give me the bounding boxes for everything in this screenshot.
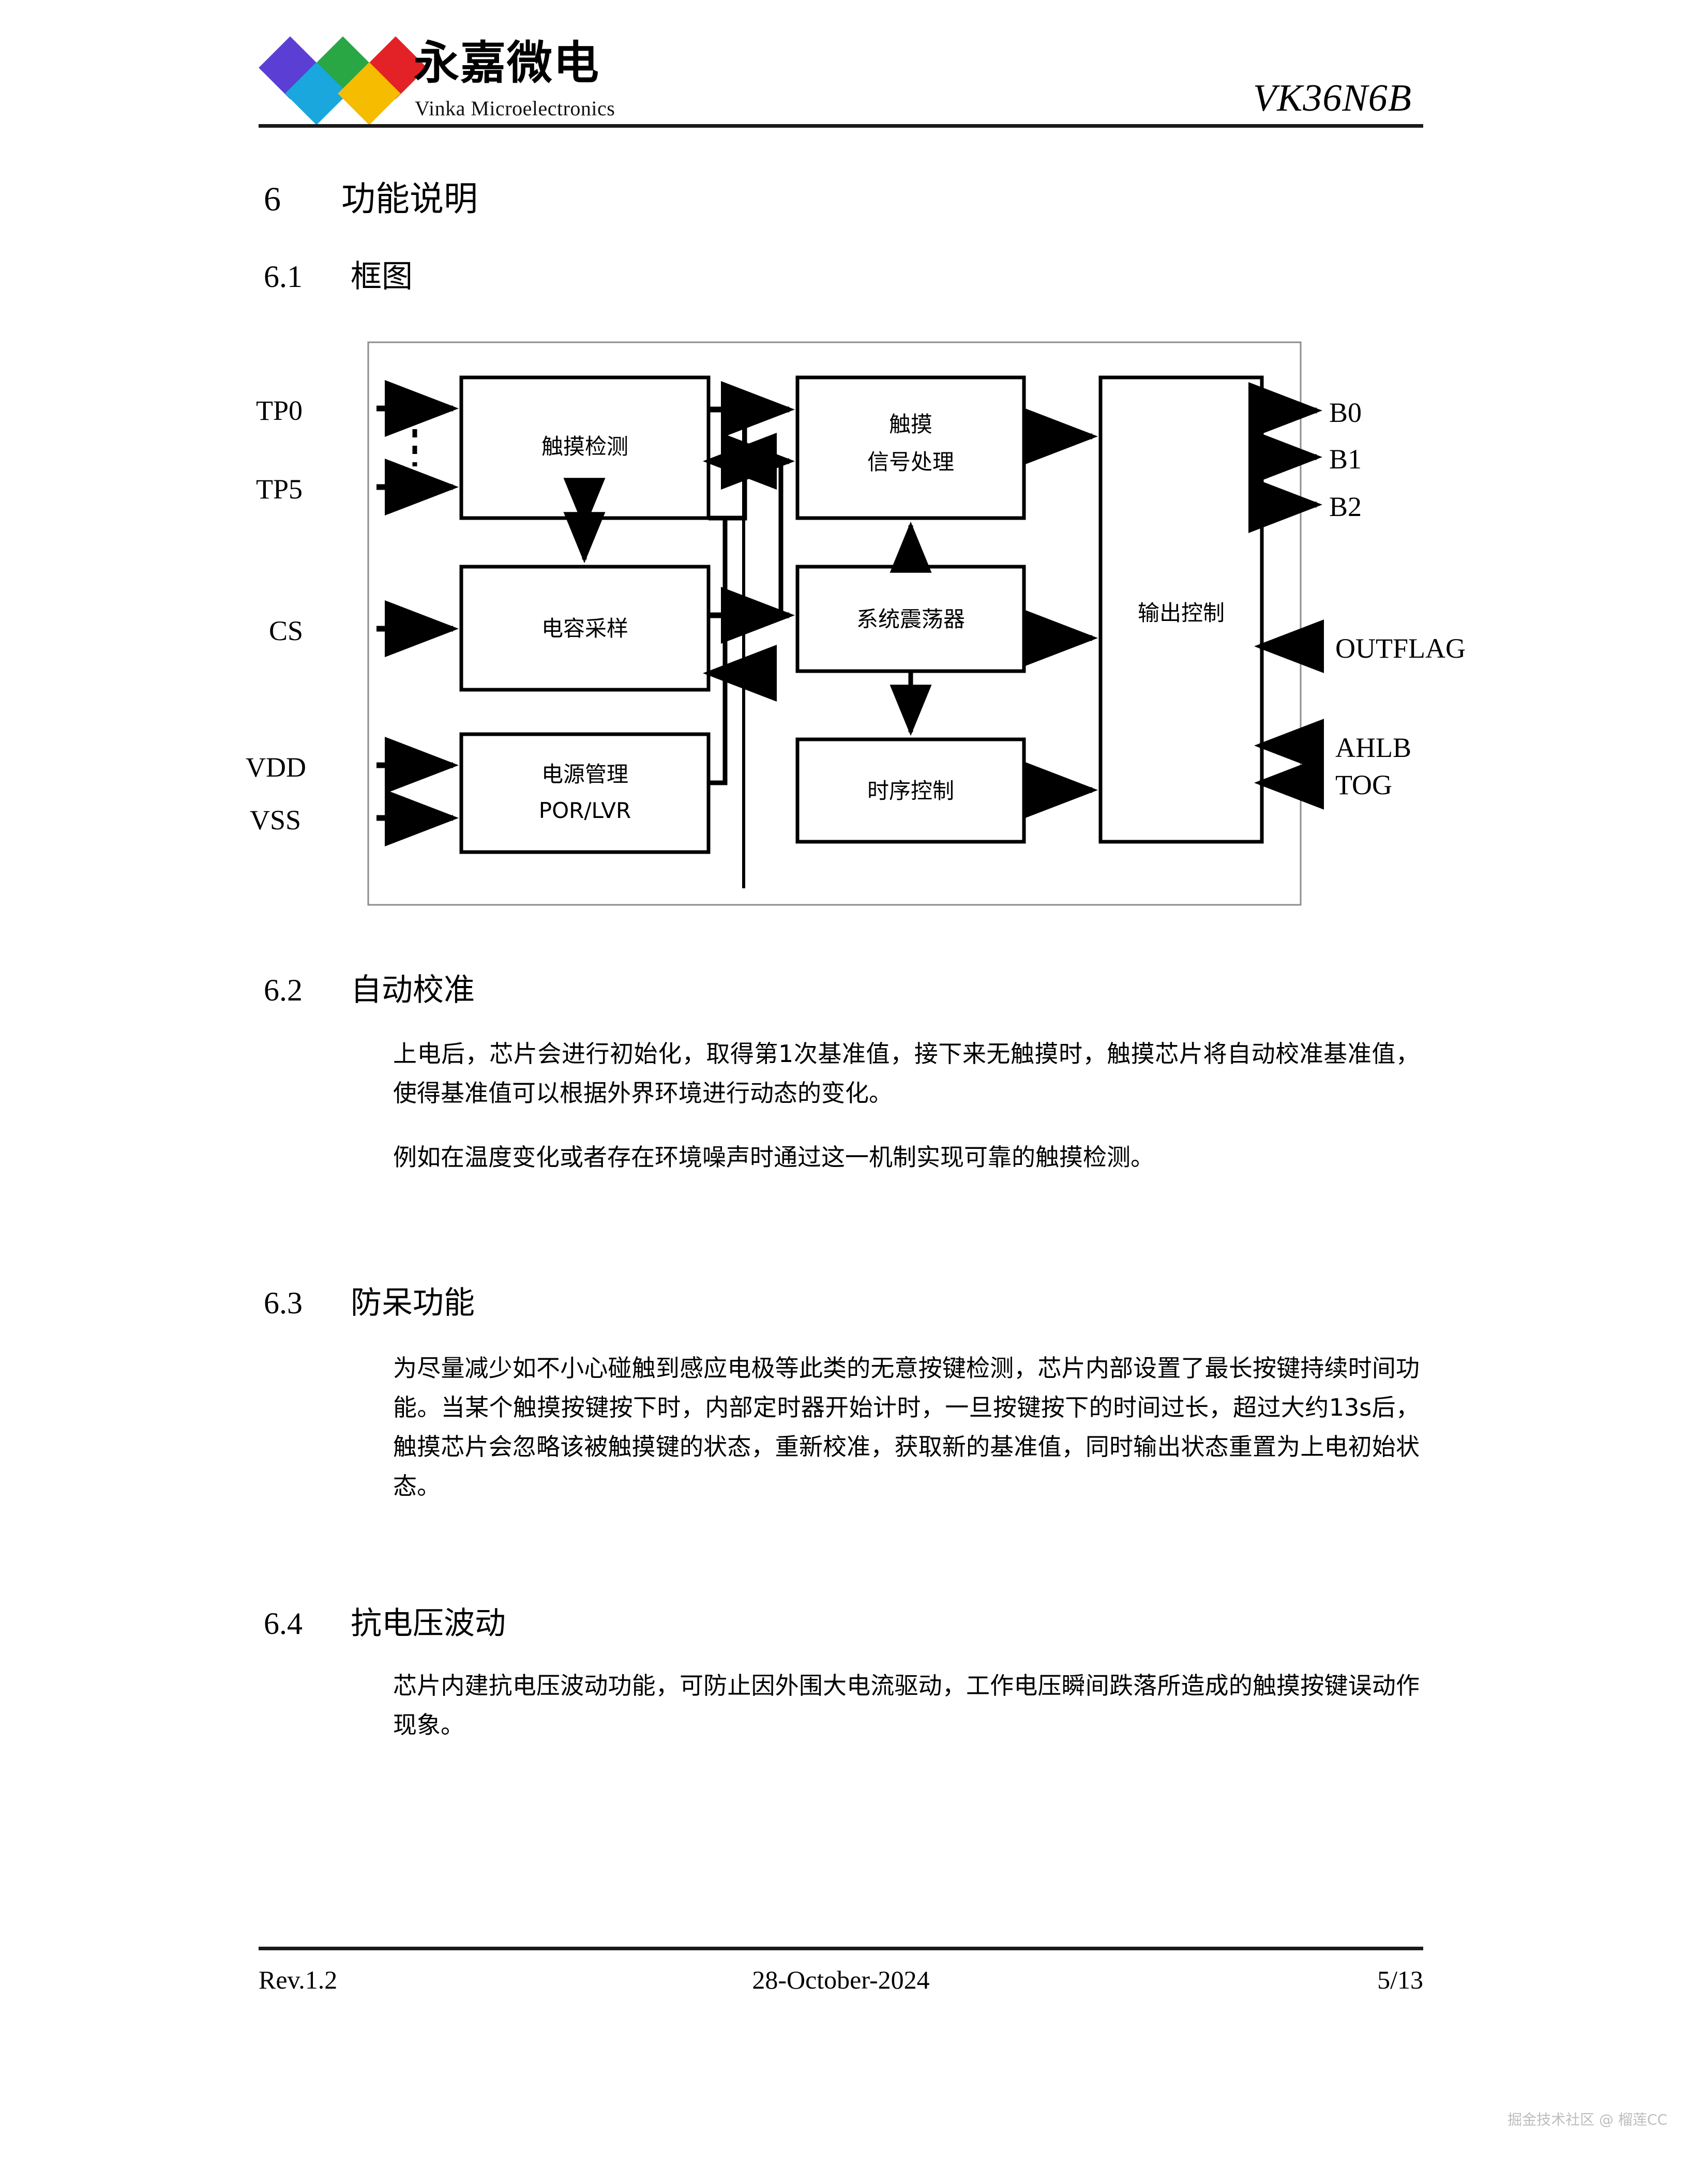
- footer-divider: [259, 1947, 1423, 1950]
- company-logo: 永嘉微电 Vinka Microelectronics: [259, 36, 615, 129]
- heading-6-2-title: 自动校准: [351, 972, 475, 1008]
- block-timing-control: [795, 737, 1026, 844]
- paragraph-6-2-1: 上电后，芯片会进行初始化，取得第1次基准值，接下来无触摸时，触摸芯片将自动校准基…: [393, 1040, 1420, 1107]
- logo-company-name-en: Vinka Microelectronics: [415, 97, 615, 120]
- heading-section-6-1: 6.1 框图: [264, 261, 413, 292]
- watermark: 掘金技术社区 @ 榴莲CC: [1508, 2111, 1667, 2128]
- pin-label-b2: B2: [1329, 491, 1362, 522]
- block-timing-control-label: 时序控制: [867, 778, 954, 803]
- heading-6-2-number: 6.2: [264, 973, 303, 1007]
- heading-6-3-title: 防呆功能: [351, 1285, 475, 1321]
- block-output-control-label: 输出控制: [1138, 600, 1225, 626]
- logo-company-name-cn: 永嘉微电: [414, 36, 600, 89]
- pin-label-tp5: TP5: [256, 474, 303, 505]
- wire-junction-dot: [735, 664, 752, 682]
- heading-6-3-number: 6.3: [264, 1286, 303, 1320]
- footer-date: 28-October-2024: [752, 1965, 930, 1994]
- footer-page-number: 5/13: [1377, 1965, 1423, 1994]
- paragraph-6-4-1: 芯片内建抗电压波动功能，可防止因外围大电流驱动，工作电压瞬间跌落所造成的触摸按键…: [393, 1672, 1420, 1739]
- heading-6-number: 6: [264, 180, 281, 218]
- heading-section-6-3: 6.3 防呆功能: [264, 1287, 475, 1318]
- heading-6-4-title: 抗电压波动: [351, 1605, 506, 1642]
- page-footer: Rev.1.2 28-October-2024 5/13: [259, 1965, 1423, 1995]
- pin-label-b0: B0: [1329, 397, 1362, 428]
- block-cap-sample: [459, 565, 711, 692]
- pin-label-vss: VSS: [250, 805, 302, 836]
- block-touch-detect-label: 触摸检测: [541, 434, 628, 459]
- pin-label-tp0: TP0: [256, 395, 303, 426]
- footer-revision: Rev.1.2: [259, 1965, 338, 1994]
- heading-6-1-title: 框图: [351, 259, 413, 295]
- pin-label-outflag: OUTFLAG: [1335, 633, 1466, 664]
- heading-section-6: 6 功能说明: [264, 182, 478, 217]
- heading-6-4-number: 6.4: [264, 1606, 303, 1641]
- block-cap-sample-label: 电容采样: [541, 616, 628, 641]
- heading-section-6-4: 6.4 抗电压波动: [264, 1608, 506, 1639]
- block-system-oscillator-label: 系统震荡器: [856, 606, 965, 632]
- block-diagram: 触摸检测 电容采样 电源管理 POR/LVR 触摸 信号处理 系统震荡器 时序控…: [246, 326, 1466, 920]
- block-power-management: [459, 732, 711, 854]
- pin-label-cs: CS: [269, 615, 304, 646]
- header-divider: [259, 124, 1423, 128]
- pin-label-vdd: VDD: [246, 752, 306, 783]
- paragraph-6-2-2: 例如在温度变化或者存在环境噪声时通过这一机制实现可靠的触摸检测。: [393, 1143, 1154, 1171]
- heading-6-1-number: 6.1: [264, 260, 303, 294]
- pin-label-b1: B1: [1329, 444, 1362, 475]
- page-header: 永嘉微电 Vinka Microelectronics VK36N6B: [259, 36, 1412, 140]
- pin-label-tog: TOG: [1335, 769, 1393, 800]
- block-signal-processing-label-1: 触摸: [889, 412, 932, 437]
- block-power-management-label-2: POR/LVR: [539, 798, 631, 823]
- block-output-control: [1098, 375, 1264, 844]
- block-signal-processing: [795, 375, 1026, 520]
- pin-label-ahlb: AHLB: [1335, 732, 1411, 763]
- heading-6-title: 功能说明: [341, 179, 478, 219]
- block-power-management-label-1: 电源管理: [541, 762, 628, 787]
- block-signal-processing-label-2: 信号处理: [867, 449, 954, 475]
- part-number: VK36N6B: [1253, 77, 1412, 119]
- heading-section-6-2: 6.2 自动校准: [264, 975, 475, 1006]
- wire-power-to-trunk: [709, 518, 728, 785]
- paragraph-6-3-1: 为尽量减少如不小心碰触到感应电极等此类的无意按键检测，芯片内部设置了最长按键持续…: [393, 1354, 1420, 1500]
